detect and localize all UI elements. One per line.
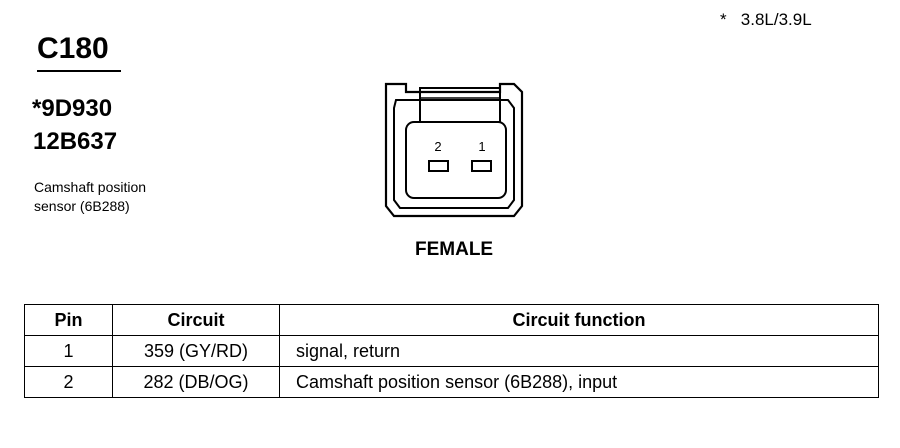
connector-description: Camshaft position sensor (6B288) (34, 178, 214, 216)
connector-inner-shell (393, 99, 515, 209)
cell-circuit: 282 (DB/OG) (112, 366, 280, 398)
cell-pin: 1 (24, 335, 113, 367)
description-line-1: Camshaft position (34, 179, 147, 195)
part-number-1: *9D930 (32, 95, 113, 122)
table-header-row: Pin Circuit Circuit function (24, 304, 879, 336)
table-row: 1 359 (GY/RD) signal, return (24, 335, 879, 367)
connector-id: C180 (37, 32, 109, 65)
header-circuit: Circuit (112, 304, 280, 336)
cell-pin: 2 (24, 366, 113, 398)
connector-outer-shell (384, 82, 524, 218)
cell-circuit: 359 (GY/RD) (112, 335, 280, 367)
cell-function: signal, return (279, 335, 879, 367)
connector-id-underline (37, 70, 121, 72)
pin-2-terminal (428, 160, 449, 172)
cell-function: Camshaft position sensor (6B288), input (279, 366, 879, 398)
engine-note: * 3.8L/3.9L (720, 10, 812, 29)
description-line-2: sensor (6B288) (34, 198, 130, 214)
part-number-2: 12B637 (33, 128, 118, 155)
pinout-table: Pin Circuit Circuit function 1 359 (GY/R… (24, 304, 879, 398)
connector-face-diagram: 2 1 (384, 82, 524, 218)
pin-cavity-block (405, 121, 507, 199)
header-circuit-function: Circuit function (279, 304, 879, 336)
table-row: 2 282 (DB/OG) Camshaft position sensor (… (24, 366, 879, 398)
header-pin: Pin (24, 304, 113, 336)
view-label: FEMALE (415, 239, 494, 260)
pin-1-terminal (471, 160, 492, 172)
pin-label-1: 1 (478, 139, 485, 154)
pin-label-2: 2 (434, 139, 441, 154)
